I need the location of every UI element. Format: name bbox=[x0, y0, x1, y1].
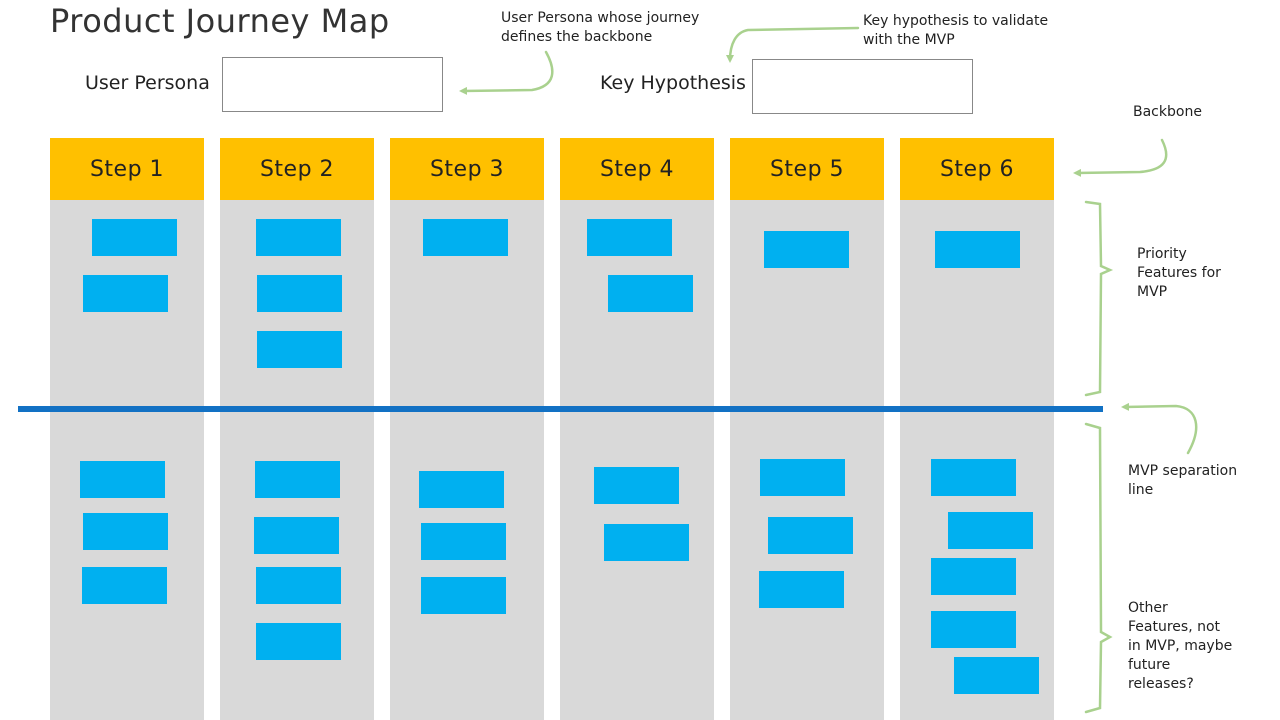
separation-note-line-2: line bbox=[1128, 482, 1154, 498]
step-header-4: Step 4 bbox=[560, 138, 714, 200]
mvp-separation-line[interactable] bbox=[18, 406, 1103, 412]
mvp-feature-card[interactable] bbox=[587, 219, 672, 256]
other-feature-card[interactable] bbox=[931, 459, 1016, 496]
step-header-6: Step 6 bbox=[900, 138, 1054, 200]
priority-brace bbox=[1084, 200, 1114, 397]
key-hypothesis-box[interactable] bbox=[752, 59, 973, 114]
other-note-line-4: future bbox=[1128, 657, 1171, 673]
step-header-5: Step 5 bbox=[730, 138, 884, 200]
user-persona-box[interactable] bbox=[222, 57, 443, 112]
user-persona-label: User Persona bbox=[85, 72, 210, 94]
other-feature-card[interactable] bbox=[256, 567, 341, 604]
mvp-feature-card[interactable] bbox=[608, 275, 693, 312]
separation-line-note: MVP separation line bbox=[1128, 462, 1237, 500]
separation-note-line-1: MVP separation bbox=[1128, 463, 1238, 479]
other-feature-card[interactable] bbox=[931, 558, 1016, 595]
other-feature-card[interactable] bbox=[604, 524, 689, 561]
other-feature-card[interactable] bbox=[759, 571, 844, 608]
mvp-feature-card[interactable] bbox=[764, 231, 849, 268]
other-feature-card[interactable] bbox=[931, 611, 1016, 648]
other-features-note: Other Features, not in MVP, maybe future… bbox=[1128, 599, 1232, 694]
step-header-2: Step 2 bbox=[220, 138, 374, 200]
priority-note-line-2: Features for bbox=[1137, 265, 1221, 281]
mvp-feature-card[interactable] bbox=[92, 219, 177, 256]
other-feature-card[interactable] bbox=[419, 471, 504, 508]
other-feature-card[interactable] bbox=[948, 512, 1033, 549]
mvp-feature-card[interactable] bbox=[257, 331, 342, 368]
other-feature-card[interactable] bbox=[80, 461, 165, 498]
other-note-line-5: releases? bbox=[1128, 676, 1194, 692]
user-persona-note-line-1: User Persona whose journey bbox=[501, 10, 700, 26]
other-feature-card[interactable] bbox=[256, 623, 341, 660]
page-title: Product Journey Map bbox=[50, 2, 390, 40]
other-note-line-2: Features, not bbox=[1128, 619, 1221, 635]
other-feature-card[interactable] bbox=[954, 657, 1039, 694]
key-hypothesis-note-line-2: with the MVP bbox=[863, 32, 955, 48]
key-hypothesis-note-line-1: Key hypothesis to validate bbox=[863, 13, 1049, 29]
backbone-arrow bbox=[1073, 138, 1168, 177]
other-features-brace bbox=[1084, 422, 1113, 714]
other-feature-card[interactable] bbox=[768, 517, 853, 554]
mvp-feature-card[interactable] bbox=[256, 219, 341, 256]
user-persona-note: User Persona whose journey defines the b… bbox=[501, 9, 699, 47]
persona-arrow bbox=[459, 50, 554, 95]
priority-note-line-3: MVP bbox=[1137, 284, 1168, 300]
step-header-1: Step 1 bbox=[50, 138, 204, 200]
other-feature-card[interactable] bbox=[421, 523, 506, 560]
key-hypothesis-label: Key Hypothesis bbox=[600, 72, 746, 94]
other-feature-card[interactable] bbox=[421, 577, 506, 614]
user-persona-note-line-2: defines the backbone bbox=[501, 29, 653, 45]
other-note-line-3: in MVP, maybe bbox=[1128, 638, 1233, 654]
other-feature-card[interactable] bbox=[83, 513, 168, 550]
other-feature-card[interactable] bbox=[255, 461, 340, 498]
key-hypothesis-note: Key hypothesis to validate with the MVP bbox=[863, 12, 1048, 50]
other-feature-card[interactable] bbox=[760, 459, 845, 496]
priority-note-line-1: Priority bbox=[1137, 246, 1187, 262]
separation-arrow bbox=[1121, 402, 1198, 455]
mvp-feature-card[interactable] bbox=[257, 275, 342, 312]
other-feature-card[interactable] bbox=[254, 517, 339, 554]
mvp-feature-card[interactable] bbox=[423, 219, 508, 256]
hypothesis-arrow bbox=[726, 26, 860, 63]
other-note-line-1: Other bbox=[1128, 600, 1168, 616]
other-feature-card[interactable] bbox=[594, 467, 679, 504]
other-feature-card[interactable] bbox=[82, 567, 167, 604]
mvp-feature-card[interactable] bbox=[935, 231, 1020, 268]
backbone-note: Backbone bbox=[1133, 104, 1202, 120]
step-header-3: Step 3 bbox=[390, 138, 544, 200]
priority-features-note: Priority Features for MVP bbox=[1137, 245, 1221, 302]
mvp-feature-card[interactable] bbox=[83, 275, 168, 312]
